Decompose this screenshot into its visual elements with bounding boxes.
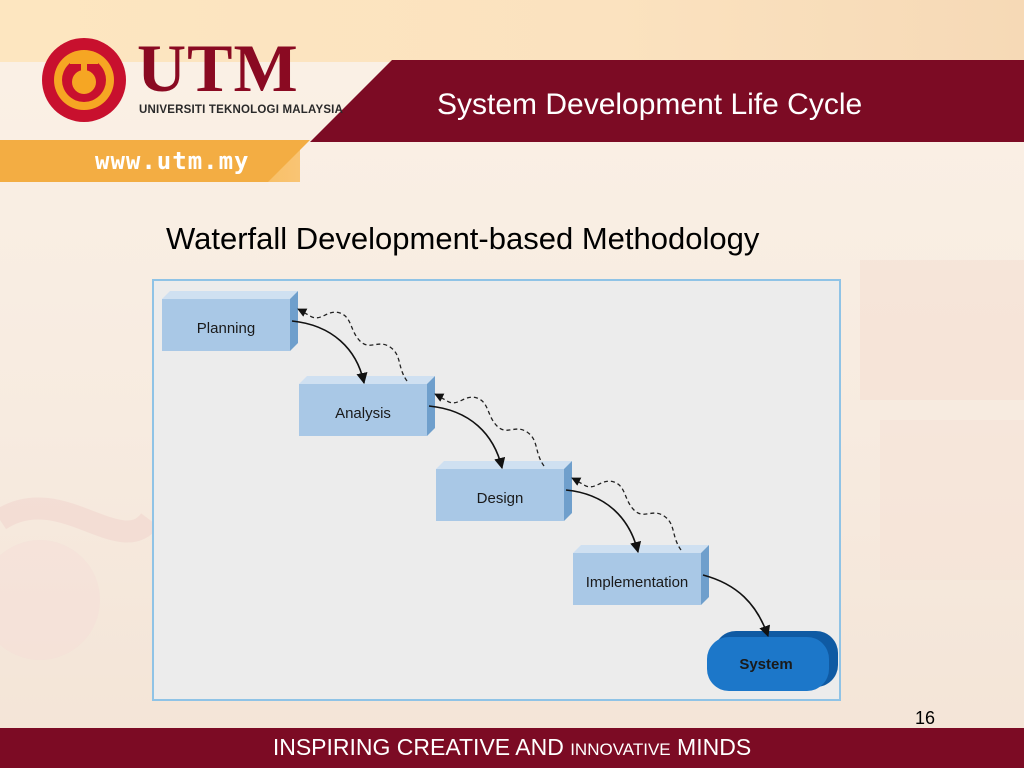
step-label: Planning <box>197 320 255 337</box>
step-implementation: Implementation <box>573 545 709 605</box>
arrow-implementation-system <box>702 574 771 638</box>
university-seal-icon <box>42 38 126 122</box>
tagline-part: MINDS <box>670 734 752 760</box>
website-band-tip <box>0 140 310 182</box>
step-label: Implementation <box>586 574 689 591</box>
arrow-planning-analysis <box>291 320 368 385</box>
feedback-analysis-planning <box>297 308 408 382</box>
website-url[interactable]: www.utm.my <box>95 147 250 175</box>
slide-subtitle: Waterfall Development-based Methodology <box>166 221 760 256</box>
footer-tagline: INSPIRING CREATIVE AND INNOVATIVE MINDS <box>0 734 1024 761</box>
header-background <box>0 0 1024 62</box>
feedback-implementation-design <box>571 477 682 551</box>
title-band <box>310 60 1024 142</box>
step-label: Design <box>477 490 524 507</box>
arrow-analysis-design <box>428 405 506 470</box>
arrow-design-implementation <box>565 489 642 554</box>
logo-fullname: UNIVERSITI TEKNOLOGI MALAYSIA <box>139 104 344 116</box>
waterfall-diagram: Planning Analysis Design Implementation … <box>162 291 838 691</box>
page-number: 16 <box>915 708 936 728</box>
step-analysis: Analysis <box>299 376 435 436</box>
tagline-part: INSPIRING CREATIVE AND <box>272 734 571 760</box>
footer-band <box>0 728 1024 768</box>
utm-logo: UTM UNIVERSITI TEKNOLOGI MALAYSIA <box>0 0 440 140</box>
tagline-part-small: INNOVATIVE <box>570 740 671 759</box>
forward-arrows <box>291 320 771 638</box>
logo-wordmark: UTM <box>137 30 299 106</box>
step-label: System <box>739 656 792 673</box>
feedback-arrows <box>297 308 682 551</box>
step-system: System <box>707 631 838 691</box>
slide-title: System Development Life Cycle <box>437 88 863 121</box>
step-design: Design <box>436 461 572 521</box>
feedback-design-analysis <box>434 393 545 467</box>
step-planning: Planning <box>162 291 298 351</box>
step-label: Analysis <box>335 405 391 422</box>
